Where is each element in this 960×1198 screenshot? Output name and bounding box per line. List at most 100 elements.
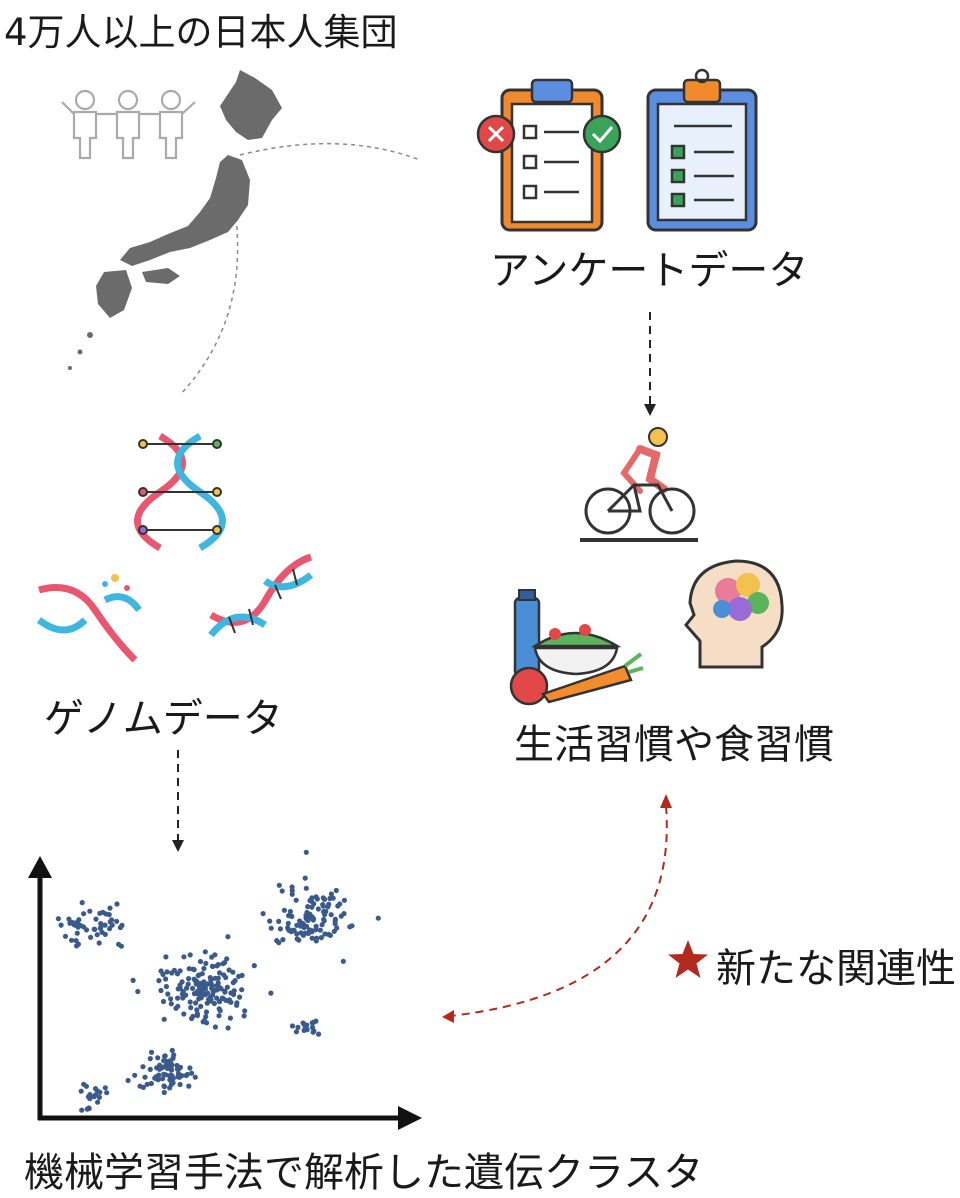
cluster-point (293, 1029, 299, 1035)
cluster-point (331, 928, 337, 934)
cluster-point (340, 958, 346, 964)
cluster-point (119, 922, 125, 928)
cluster-point (177, 1081, 183, 1088)
survey-data-label: アンケートデータ (490, 248, 809, 294)
cluster-point (147, 1056, 153, 1062)
cluster-point (304, 909, 310, 916)
cluster-point (169, 1062, 175, 1068)
cluster-point (197, 980, 203, 986)
cluster-point (208, 977, 214, 983)
cluster-point (148, 1049, 155, 1055)
cluster-point (87, 1096, 93, 1102)
cluster-point (328, 891, 334, 897)
cluster-point (125, 1077, 131, 1084)
cluster-point (204, 1020, 210, 1026)
cluster-point (92, 1086, 99, 1092)
cluster-point (196, 996, 202, 1002)
cluster-point (294, 931, 300, 937)
cluster-point (55, 916, 61, 922)
cluster-point (162, 1053, 168, 1059)
cluster-point (294, 922, 300, 928)
cluster-point (174, 1066, 180, 1072)
cluster-point (277, 926, 283, 932)
cluster-point (289, 1023, 296, 1029)
cluster-point (180, 995, 186, 1001)
cluster-point (184, 1071, 190, 1078)
cluster-point (96, 1094, 102, 1100)
cluster-point (230, 969, 236, 975)
cluster-point (161, 1071, 167, 1077)
cluster-point (212, 1024, 218, 1030)
cluster-point (216, 999, 223, 1005)
cluster-point (327, 895, 333, 902)
cluster-point (102, 1085, 108, 1091)
cluster-point (144, 1081, 150, 1087)
cluster-point (198, 1003, 204, 1009)
cluster-point (175, 995, 181, 1001)
cluster-point (81, 1081, 87, 1087)
cluster-point (107, 919, 113, 925)
cluster-point (221, 972, 227, 978)
cluster-point (276, 918, 282, 924)
cluster-point (241, 1013, 247, 1019)
cluster-point (321, 909, 327, 915)
cluster-point (309, 1020, 315, 1026)
cluster-point (154, 1065, 160, 1071)
cluster-point (197, 958, 204, 965)
association-arrow (442, 794, 672, 1023)
arrow-survey-to-lifestyle (644, 312, 656, 416)
cluster-point (317, 927, 323, 933)
cluster-point (337, 901, 343, 907)
cluster-point (305, 904, 311, 910)
cluster-point (332, 918, 338, 924)
cluster-point (163, 976, 169, 982)
cluster-point (164, 969, 170, 975)
cluster-point (148, 1080, 154, 1087)
cluster-point (303, 849, 309, 855)
cluster-point (239, 987, 245, 993)
cluster-point (203, 1014, 209, 1020)
cluster-point (83, 927, 90, 933)
survey-clipboard-icon (476, 78, 622, 232)
cluster-point (276, 940, 282, 946)
cluster-point (93, 916, 99, 922)
cluster-point (287, 908, 293, 915)
cluster-point (186, 1083, 192, 1089)
cluster-point (192, 1074, 198, 1080)
cluster-point (227, 1015, 233, 1021)
cluster-5 (125, 1047, 198, 1096)
cluster-point (95, 1099, 101, 1105)
cluster-point (97, 1089, 103, 1095)
cluster-point (114, 901, 120, 907)
cluster-point (226, 967, 232, 973)
cluster-point (160, 998, 167, 1005)
brain-head-icon (684, 559, 784, 669)
cluster-point (320, 903, 326, 909)
cluster-point (96, 940, 102, 946)
cluster-point (216, 1013, 222, 1019)
cluster-point (158, 968, 164, 974)
cluster-point (310, 1029, 316, 1035)
broken-dna-icon (36, 574, 142, 663)
cluster-point (214, 995, 220, 1001)
cluster-point (187, 999, 193, 1005)
star-icon (668, 940, 708, 978)
cluster-point (341, 911, 347, 917)
cluster-point (217, 1008, 223, 1014)
cluster-point (193, 1000, 199, 1006)
people-icon (61, 89, 196, 160)
cluster-point (97, 925, 103, 931)
map-hokkaido (220, 70, 282, 140)
cluster-point (168, 1001, 174, 1007)
cluster-point (280, 937, 286, 943)
cluster-point (158, 987, 164, 994)
new-association-label: 新たな関連性 (716, 946, 956, 992)
cluster-point (58, 922, 64, 928)
cluster-point (327, 932, 333, 938)
cluster-point (88, 934, 94, 940)
cluster-point (279, 888, 285, 894)
map-shikoku (142, 268, 180, 284)
cluster-point (300, 1020, 306, 1026)
cluster-point (62, 933, 69, 939)
cluster-point (169, 970, 175, 976)
